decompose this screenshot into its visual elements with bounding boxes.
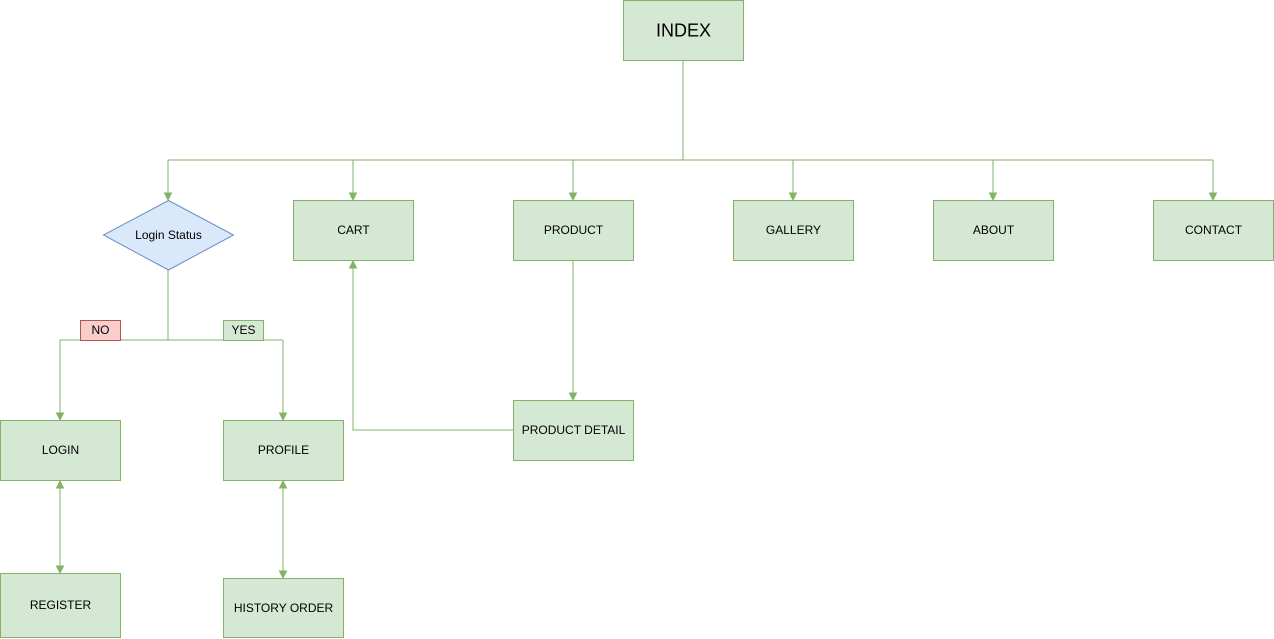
arrowhead-history-down [278, 570, 288, 580]
node-profile: PROFILE [223, 420, 344, 481]
node-gallery-label: GALLERY [766, 223, 821, 237]
node-index: INDEX [623, 0, 744, 61]
node-contact-label: CONTACT [1185, 223, 1243, 237]
node-history-order-label: HISTORY ORDER [234, 601, 334, 615]
node-register: REGISTER [0, 573, 121, 638]
node-product-detail: PRODUCT DETAIL [513, 400, 634, 461]
node-login: LOGIN [0, 420, 121, 481]
arrowhead-login [55, 412, 65, 422]
node-product-label: PRODUCT [544, 223, 604, 237]
node-history-order: HISTORY ORDER [223, 578, 344, 638]
arrowhead-product [568, 192, 578, 202]
node-cart: CART [293, 200, 414, 261]
arrowhead-profile [278, 412, 288, 422]
arrowhead-profile-up [278, 479, 288, 489]
node-login-label: LOGIN [42, 443, 79, 457]
node-cart-label: CART [337, 223, 370, 237]
branch-tag-no-label: NO [92, 323, 110, 337]
arrowhead-about [988, 192, 998, 202]
branch-tag-no: NO [80, 320, 121, 341]
branch-tag-yes: YES [223, 320, 264, 341]
node-contact: CONTACT [1153, 200, 1274, 261]
node-register-label: REGISTER [30, 598, 92, 612]
node-profile-label: PROFILE [258, 443, 309, 457]
arrowhead-register-down [55, 565, 65, 575]
node-about-label: ABOUT [973, 223, 1015, 237]
arrowhead-gallery [788, 192, 798, 202]
arrowhead-login-up [55, 479, 65, 489]
node-login-status: Login Status [102, 199, 235, 271]
arrowhead-cart [348, 192, 358, 202]
node-product-detail-label: PRODUCT DETAIL [522, 423, 626, 437]
arrowhead-login-status [163, 192, 173, 202]
node-index-label: INDEX [656, 21, 711, 41]
node-gallery: GALLERY [733, 200, 854, 261]
arrowheads [55, 192, 1218, 580]
arrowhead-product-detail [568, 392, 578, 402]
edges [59, 61, 1214, 572]
arrowhead-contact [1208, 192, 1218, 202]
node-product: PRODUCT [513, 200, 634, 261]
branch-tag-yes-label: YES [231, 323, 255, 337]
edge-detail-to-cart [352, 267, 513, 431]
arrowhead-cart-return [348, 259, 358, 269]
node-about: ABOUT [933, 200, 1054, 261]
node-login-status-label: Login Status [135, 228, 202, 242]
